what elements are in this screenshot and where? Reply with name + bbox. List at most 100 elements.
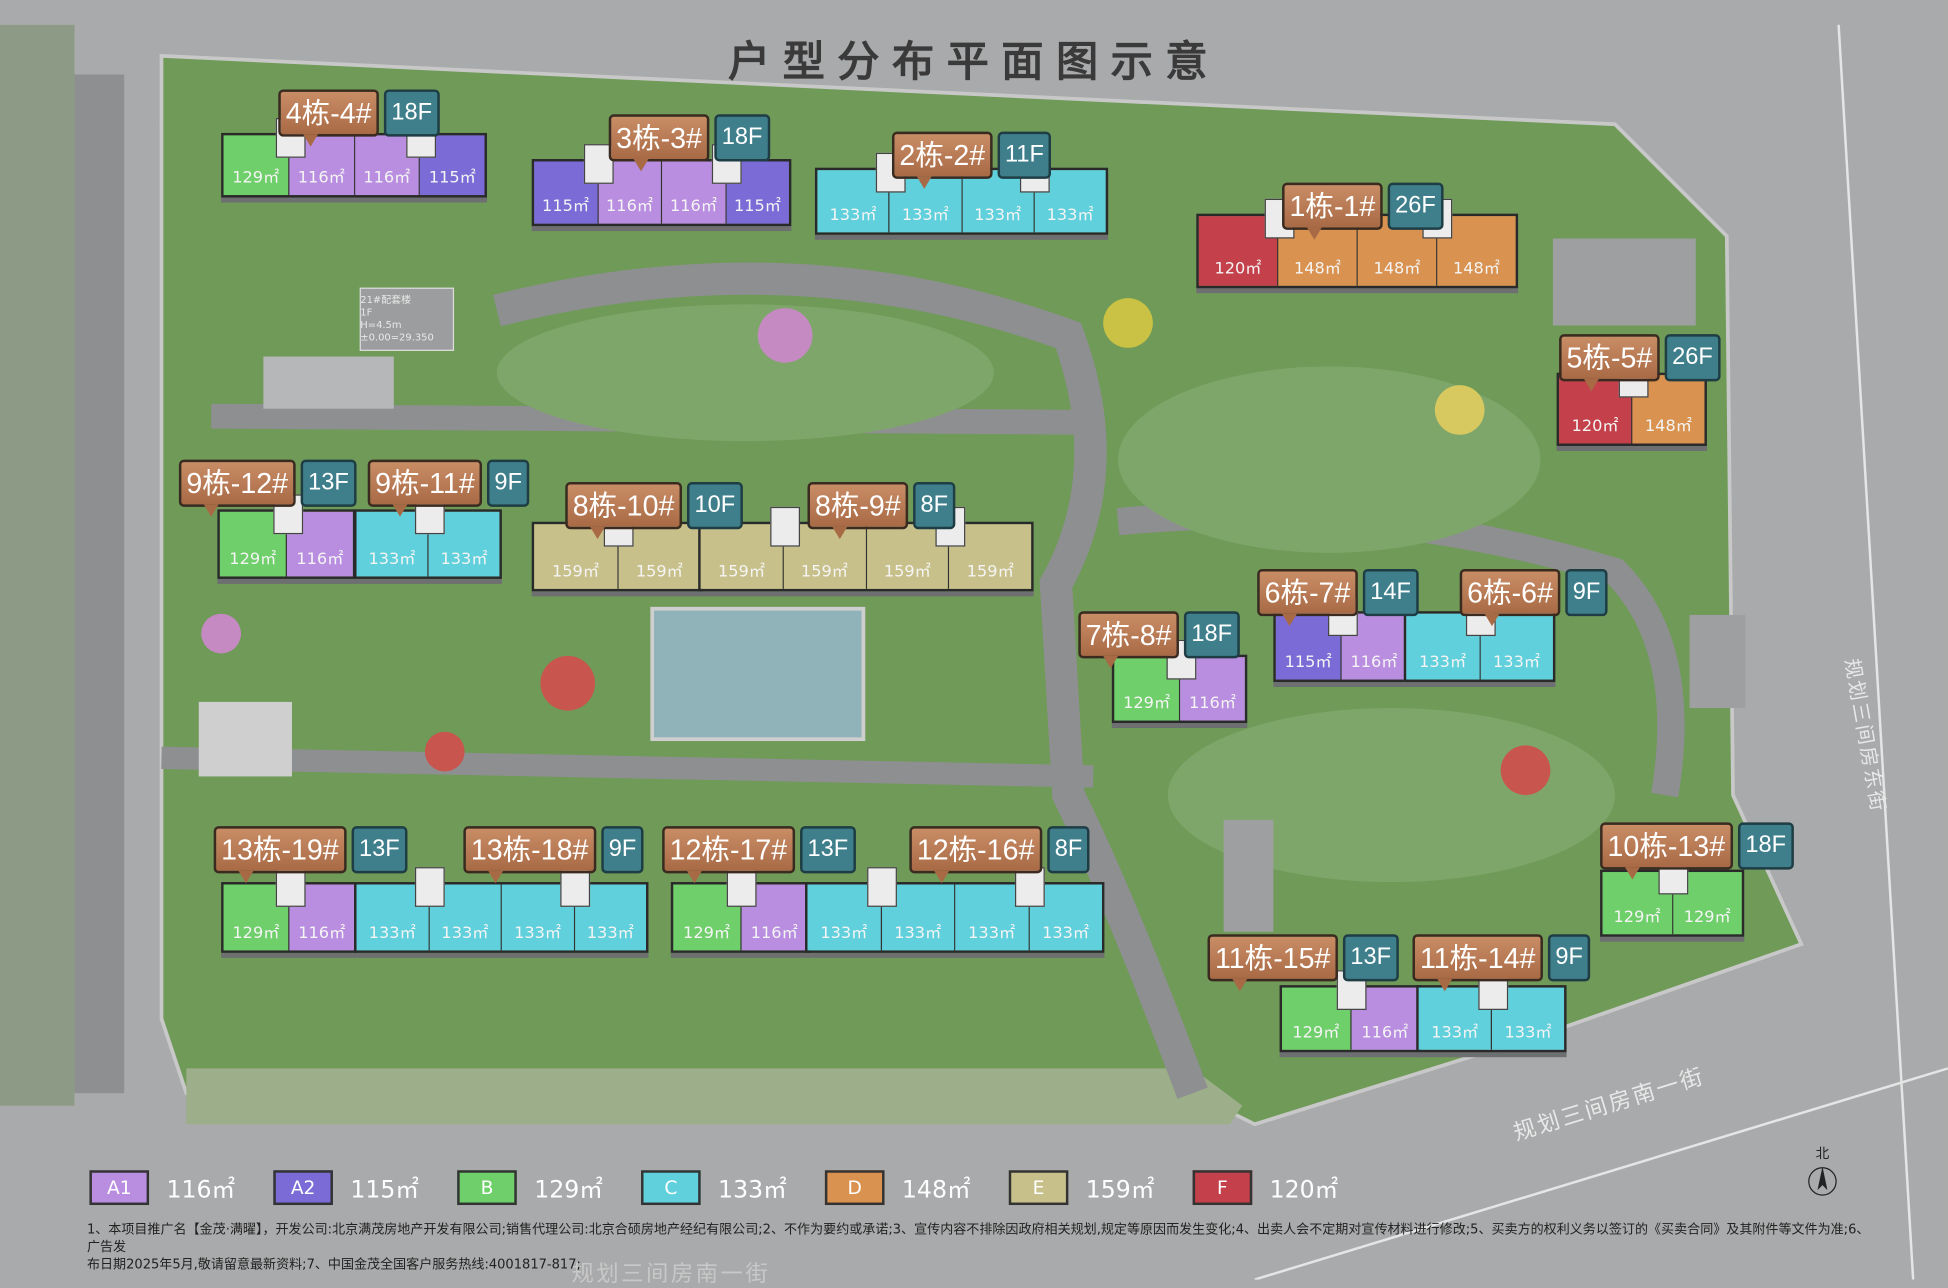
floor-count-badge: 18F (1737, 822, 1794, 870)
stair-core (275, 867, 305, 907)
legend-item: D 148㎡ (824, 1170, 1009, 1206)
legend-item: A1 116㎡ (89, 1170, 273, 1206)
building-label: 9栋-12# (178, 459, 296, 517)
floor-count-badge: 11F (997, 131, 1052, 179)
disclaimer-line: 布日期2025年5月,敬请留意最新资料;7、中国金茂全国客户服务热线:40018… (86, 1257, 581, 1273)
building-label: 7栋-8# (1078, 611, 1180, 669)
floor-count-badge: 14F (1362, 568, 1419, 617)
legend-swatch: A1 (89, 1170, 150, 1206)
building-label: 6栋-6# (1459, 568, 1561, 627)
unit-e[interactable]: 159㎡ (866, 524, 950, 589)
disclaimer-line: 1、本项目推广名【金茂·满曜】，开发公司:北京满茂房地产开发有限公司;销售代理公… (86, 1222, 1870, 1255)
building-label: 10栋-13# (1600, 822, 1733, 880)
unit-c[interactable]: 133㎡ (1034, 170, 1106, 233)
floor-count-badge: 10F (686, 482, 743, 530)
building-label: 5栋-5# (1559, 334, 1660, 392)
legend-swatch: D (824, 1170, 885, 1206)
building-label: 6栋-7# (1257, 568, 1358, 627)
floor-count-badge: 18F (383, 89, 440, 137)
floor-count-badge: 26F (1664, 334, 1721, 382)
floor-count-badge: 13F (1342, 934, 1399, 982)
floor-count-badge: 9F (486, 459, 530, 507)
facility-note-line: ±0.00=29.350 (360, 331, 434, 343)
legend-swatch: F (1192, 1170, 1253, 1206)
unit-a1[interactable]: 116㎡ (289, 135, 355, 196)
building-label: 1栋-1# (1282, 182, 1383, 240)
building-label: 9栋-11# (367, 459, 483, 517)
legend-item: A2 115㎡ (273, 1170, 457, 1206)
building-label: 13栋-18# (463, 826, 596, 884)
legend-swatch: A2 (273, 1170, 333, 1206)
floor-count-badge: 13F (351, 826, 408, 874)
legend-area: 115㎡ (350, 1175, 419, 1204)
building-label: 11栋-15# (1207, 934, 1338, 992)
legend-swatch: C (641, 1170, 701, 1206)
unit-c[interactable]: 133㎡ (1480, 613, 1553, 680)
stair-core (726, 867, 757, 907)
stair-core (769, 506, 800, 547)
legend-item: C 133㎡ (641, 1170, 825, 1206)
floor-count-badge: 9F (1547, 934, 1591, 982)
stair-core (415, 867, 446, 907)
north-arrow: 北 (1804, 1143, 1841, 1204)
unit-c[interactable]: 133㎡ (881, 884, 956, 951)
unit-e[interactable]: 159㎡ (700, 524, 784, 589)
legend-area: 148㎡ (901, 1175, 971, 1204)
floor-count-badge: 8F (1047, 826, 1090, 874)
floor-count-badge: 13F (800, 826, 856, 874)
north-label: 北 (1815, 1145, 1830, 1162)
unit-d[interactable]: 148㎡ (1437, 216, 1516, 286)
floor-count-badge: 18F (714, 114, 770, 162)
legend-item: E 159㎡ (1008, 1170, 1193, 1206)
building-label: 4栋-4# (278, 89, 379, 147)
floor-count-badge: 9F (1565, 568, 1608, 617)
building-label: 2栋-2# (891, 131, 993, 189)
stair-core (1014, 867, 1045, 907)
disclaimer: 1、本项目推广名【金茂·满曜】，开发公司:北京满茂房地产开发有限公司;销售代理公… (87, 1221, 1876, 1273)
building-label: 11栋-14# (1412, 934, 1543, 992)
legend-area: 129㎡ (534, 1175, 603, 1204)
legend-item: B 129㎡ (457, 1170, 641, 1206)
unit-a1[interactable]: 116㎡ (354, 135, 421, 196)
building-label: 12栋-17# (662, 826, 795, 884)
legend-area: 133㎡ (718, 1175, 787, 1204)
stair-core (584, 144, 615, 184)
unit-b[interactable]: 129㎡ (219, 511, 287, 577)
stair-core (559, 867, 590, 907)
facility-note-line: 1F (360, 306, 373, 319)
facility-note-line: 21#配套楼 (360, 294, 412, 306)
building-label: 8栋-10# (565, 482, 682, 540)
building-label: 3栋-3# (608, 114, 710, 172)
building-label: 12栋-16# (909, 826, 1042, 884)
floor-count-badge: 18F (1183, 611, 1240, 659)
floor-count-badge: 9F (601, 826, 644, 874)
legend-swatch: B (457, 1170, 517, 1206)
stair-core (867, 867, 898, 907)
north-arrow-icon (1808, 1166, 1837, 1196)
floor-count-badge: 8F (913, 482, 956, 530)
legend-area: 159㎡ (1085, 1175, 1155, 1204)
legend-swatch: E (1008, 1170, 1069, 1206)
floor-count-badge: 13F (300, 459, 357, 507)
facility-note: 21#配套楼 1F H=4.5m ±0.00=29.350 (360, 294, 434, 344)
legend-area: 116㎡ (166, 1175, 236, 1204)
unit-a1[interactable]: 116㎡ (598, 161, 663, 224)
